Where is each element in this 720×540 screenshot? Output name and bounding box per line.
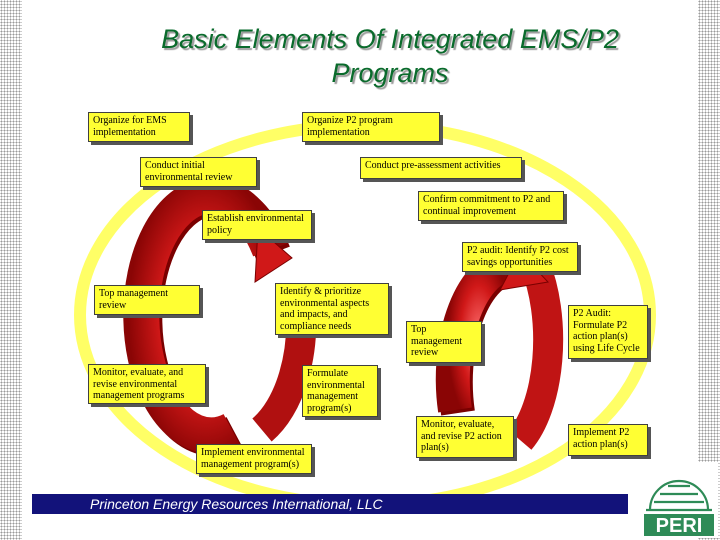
identify-aspects-box: Identify & prioritize environmental aspe… [275,283,389,335]
pre-assessment-box: Conduct pre-assessment activities [360,157,522,179]
implement-p2-box: Implement P2 action plan(s) [568,424,648,456]
footer-company-name: Princeton Energy Resources International… [90,496,383,512]
top-management-review-ems-box: Top management review [94,285,200,315]
right-dotted-border [698,0,720,540]
peri-logo: PERI [640,462,718,538]
monitor-ems-box: Monitor, evaluate, and revise environmen… [88,364,206,404]
formulate-programs-box: Formulate environmental management progr… [302,365,378,417]
left-dotted-border [0,0,22,540]
footer-bar: Princeton Energy Resources International… [32,494,628,514]
page-title: Basic Elements Of Integrated EMS/P2 Prog… [161,24,619,88]
organize-p2-box: Organize P2 program implementation [302,112,440,142]
organize-ems-box: Organize for EMS implementation [88,112,190,142]
top-management-review-p2-box: Top management review [406,321,482,363]
establish-policy-box: Establish environmental policy [202,210,312,240]
confirm-commitment-box: Confirm commitment to P2 and continual i… [418,191,564,221]
monitor-p2-box: Monitor, evaluate, and revise P2 action … [416,416,514,458]
p2-audit-formulate-box: P2 Audit: Formulate P2 action plan(s) us… [568,305,648,359]
initial-review-box: Conduct initial environmental review [140,157,257,187]
implement-ems-box: Implement environmental management progr… [196,444,312,474]
logo-text: PERI [656,515,703,537]
p2-audit-cost-box: P2 audit: Identify P2 cost savings oppor… [462,242,578,272]
